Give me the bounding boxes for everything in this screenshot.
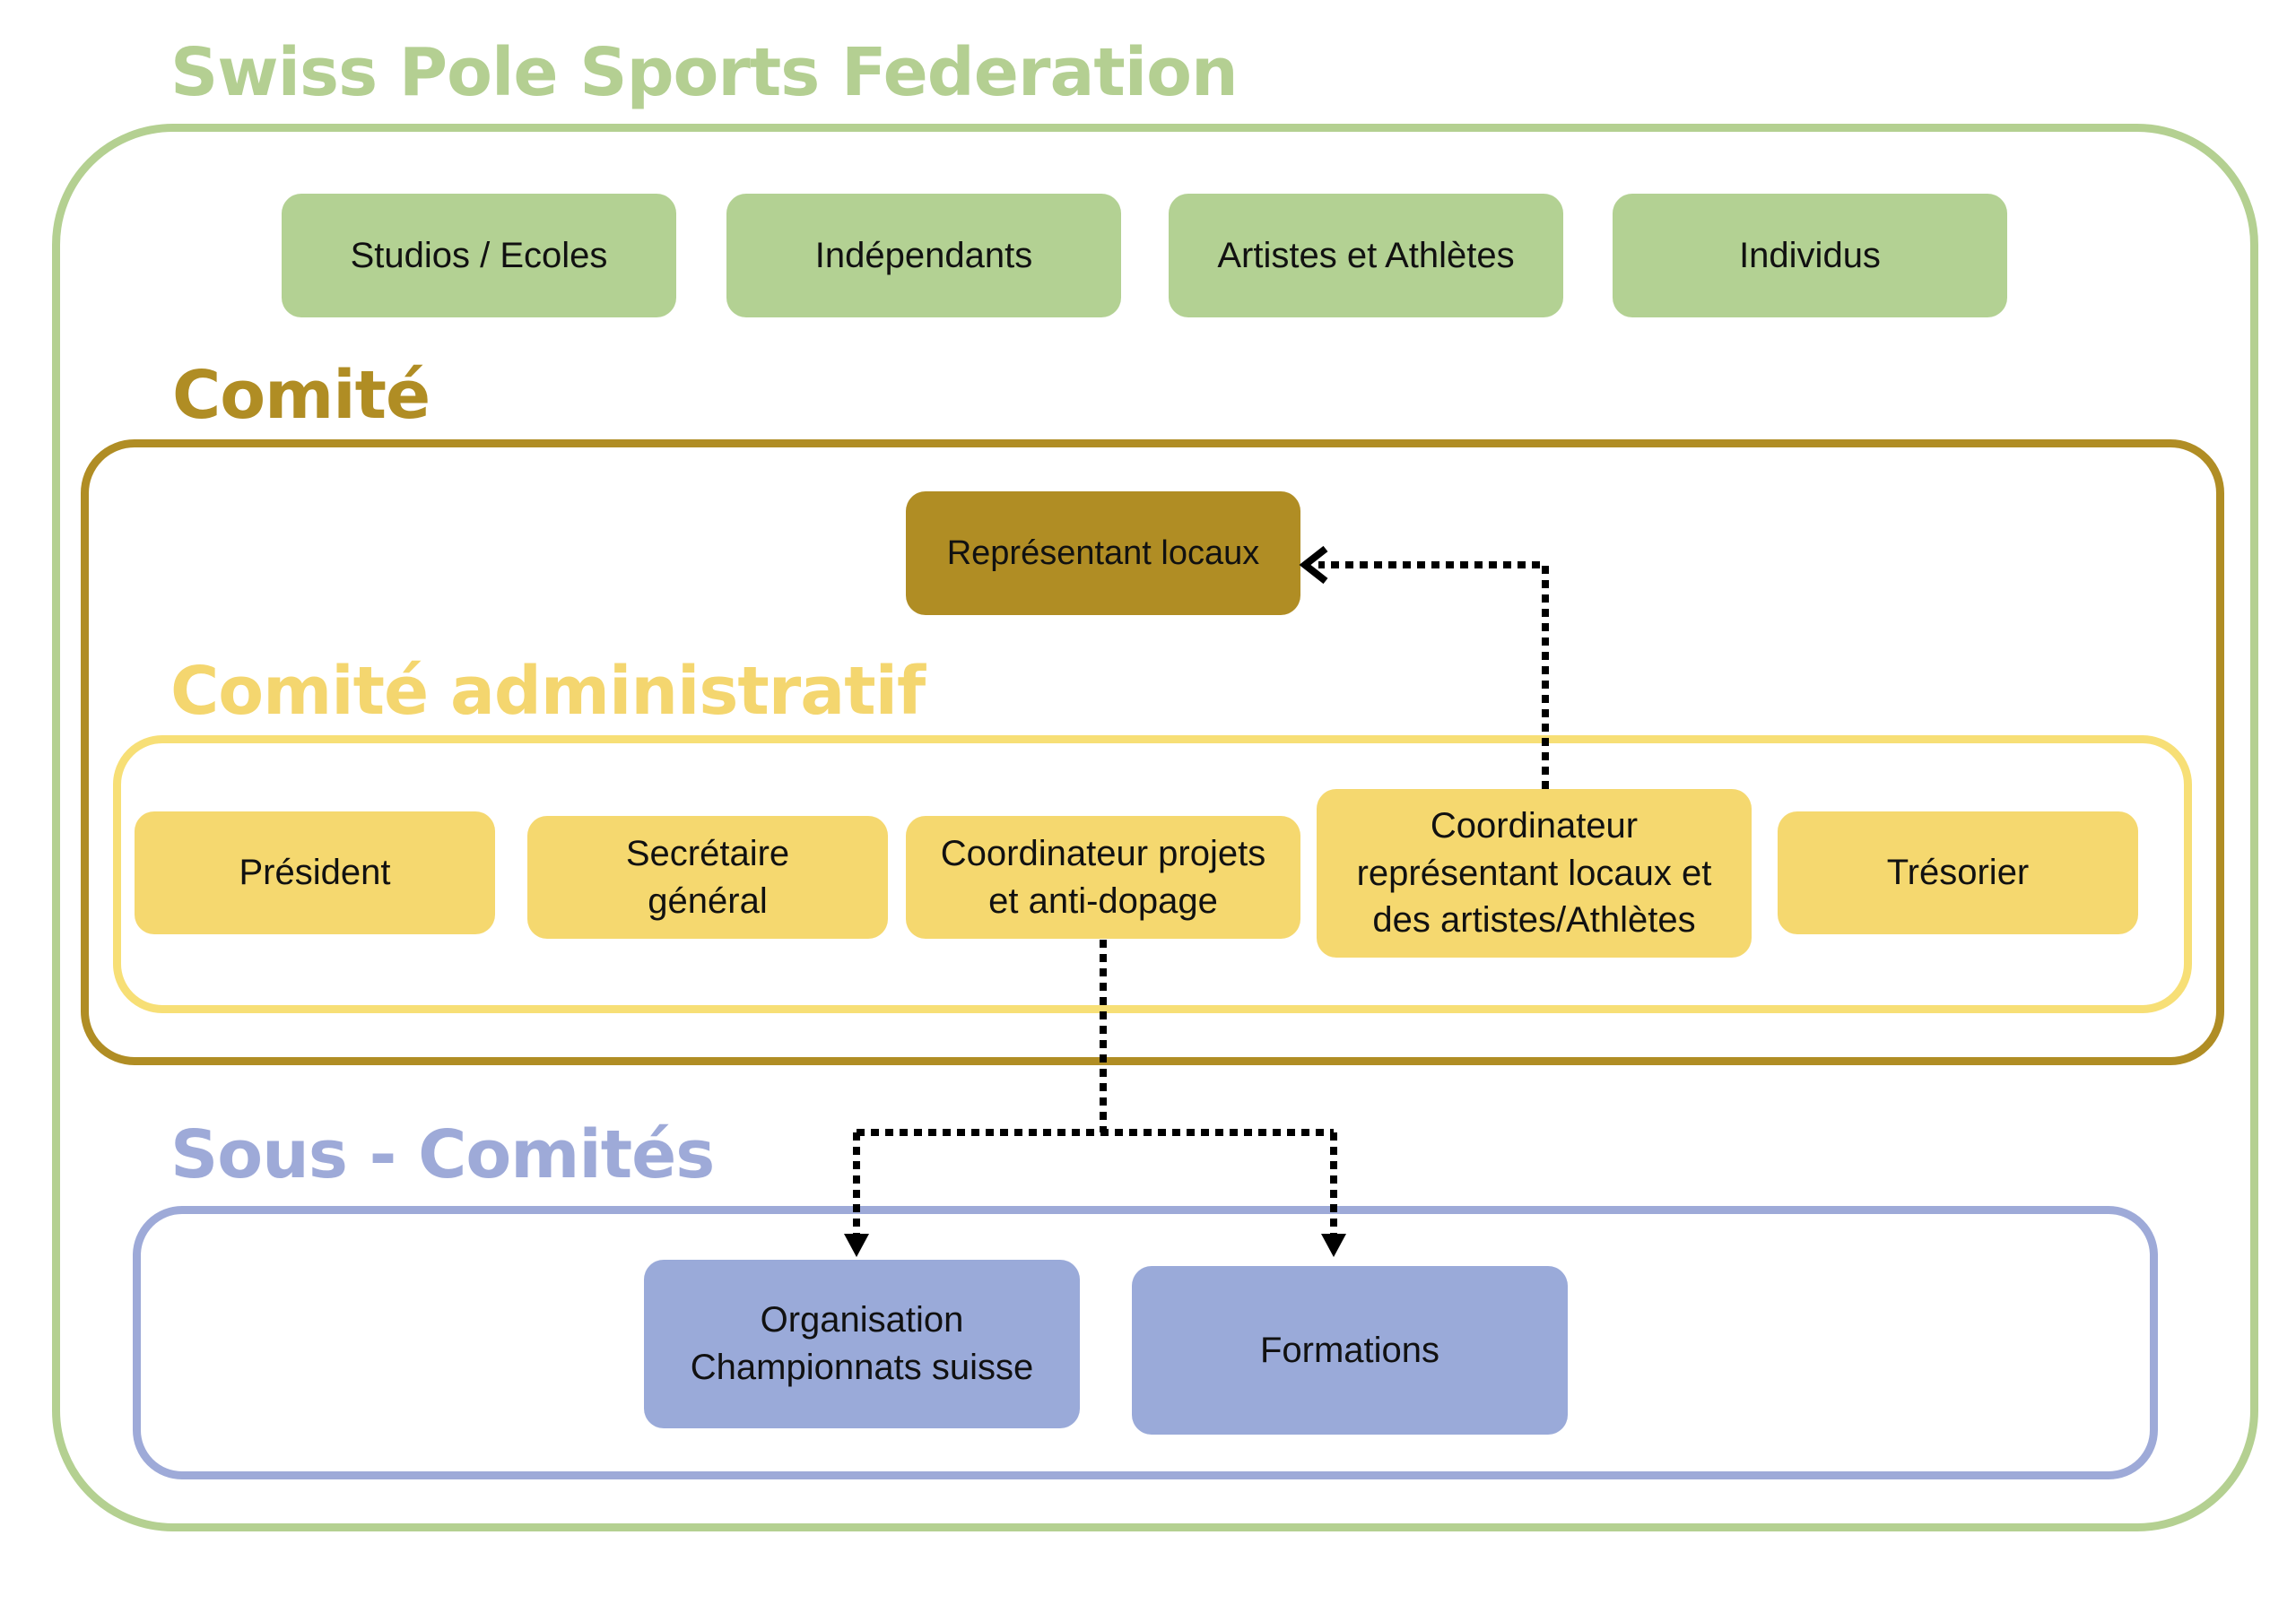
sous-comites-title: Sous - Comités bbox=[170, 1116, 715, 1193]
member-artistes-athletes: Artistes et Athlètes bbox=[1169, 194, 1563, 317]
comite-administratif-frame bbox=[113, 735, 2192, 1013]
comite-frame bbox=[81, 439, 2224, 1065]
federation-title: Swiss Pole Sports Federation bbox=[170, 34, 1239, 111]
comite-title: Comité bbox=[172, 357, 430, 434]
member-individus: Individus bbox=[1613, 194, 2007, 317]
comite-administratif-title: Comité administratif bbox=[170, 653, 926, 730]
member-independants: Indépendants bbox=[726, 194, 1121, 317]
role-secretaire-general: Secrétaire général bbox=[527, 816, 888, 939]
sous-comite-organisation: Organisation Championnats suisse bbox=[644, 1260, 1080, 1428]
member-studios-ecoles: Studios / Ecoles bbox=[282, 194, 676, 317]
representant-locaux-box: Représentant locaux bbox=[906, 491, 1300, 615]
sous-comites-frame bbox=[133, 1206, 2158, 1479]
role-tresorier: Trésorier bbox=[1778, 811, 2138, 934]
federation-frame bbox=[52, 124, 2258, 1531]
sous-comite-formations: Formations bbox=[1132, 1266, 1568, 1435]
role-president: Président bbox=[135, 811, 495, 934]
role-coordinateur-representant: Coordinateur représentant locaux et des … bbox=[1317, 789, 1752, 958]
role-coordinateur-projets: Coordinateur projets et anti-dopage bbox=[906, 816, 1300, 939]
